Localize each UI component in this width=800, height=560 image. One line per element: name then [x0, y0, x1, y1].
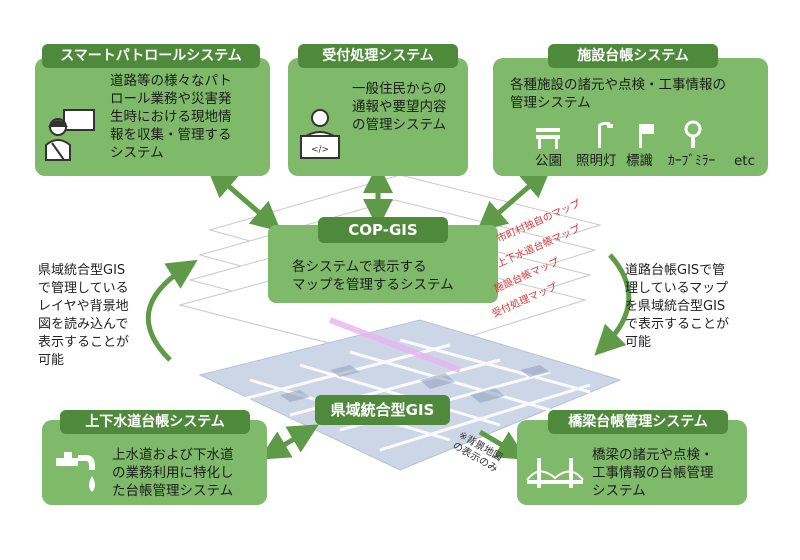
- facility-item-park: 公園: [535, 153, 562, 169]
- facility-system-description: 各種施設の諸元や点検・工事情報の 管理システム: [510, 77, 726, 111]
- reception-system-title: 受付処理システム: [298, 44, 458, 68]
- arrow-water-gis: [259, 424, 319, 460]
- facility-system-title: 施設台帳システム: [548, 44, 718, 68]
- arrow-patrol-cop: [206, 167, 282, 232]
- bridge-system-box: [517, 420, 747, 505]
- patrol-system-description: 道路等の様々なパト ロール業務や災害発 生時における現地情 報を収集・管理する …: [110, 73, 232, 161]
- arrow-gis-bridge: [478, 429, 527, 460]
- facility-system-box: [493, 58, 768, 176]
- right-side-note: 道路台帳GISで管 理しているマップ を県域統合型GIS で表示することが 可能: [625, 263, 730, 350]
- facility-item-streetlight: 照明灯: [576, 153, 617, 169]
- patrol-system-title: スマートパトロールシステム: [42, 44, 260, 68]
- facility-item-sign: 標識: [626, 153, 653, 169]
- prefectural-gis-label: 県域統合型GIS: [315, 395, 450, 425]
- cop-gis-title: COP-GIS: [318, 217, 448, 243]
- facility-item-curve-mirror: ｶｰﾌﾞﾐﾗｰ: [668, 153, 716, 169]
- highlight-route: [328, 317, 462, 373]
- water-system-description: 上水道および下水道 の業務利用に特化し た台帳管理システム: [112, 447, 234, 499]
- left-side-note: 県域統合型GIS で管理している レイヤや背景地 図を読み込んで 表示することが…: [38, 263, 130, 368]
- bridge-system-title: 橋梁台帳管理システム: [548, 410, 728, 434]
- facility-item-etc: etc: [734, 153, 756, 169]
- water-faucet-icon: [56, 452, 95, 492]
- reception-system-description: 一般住民からの 通報や要望内容 の管理システム: [352, 81, 447, 133]
- water-system-title: 上下水道台帳システム: [60, 410, 250, 434]
- svg-text:</>: </>: [311, 145, 329, 155]
- arrow-right-curve: [594, 253, 632, 356]
- arrow-left-curve: [145, 259, 198, 362]
- bridge-system-description: 橋梁の諸元や点検・ 工事情報の台帳管理 システム: [592, 447, 714, 499]
- road-sign-icon: [639, 124, 654, 148]
- park-bench-icon: [536, 128, 560, 149]
- arrow-facility-cop: [476, 167, 552, 232]
- patrol-worker-icon: [45, 109, 95, 161]
- streetlight-icon: [597, 121, 613, 148]
- curve-mirror-icon: [684, 120, 702, 148]
- water-system-box: [42, 420, 267, 505]
- cop-gis-description: 各システムで表示する マップを管理するシステム: [292, 259, 454, 293]
- operator-computer-icon: </>: [300, 109, 340, 159]
- bridge-icon: [526, 458, 584, 488]
